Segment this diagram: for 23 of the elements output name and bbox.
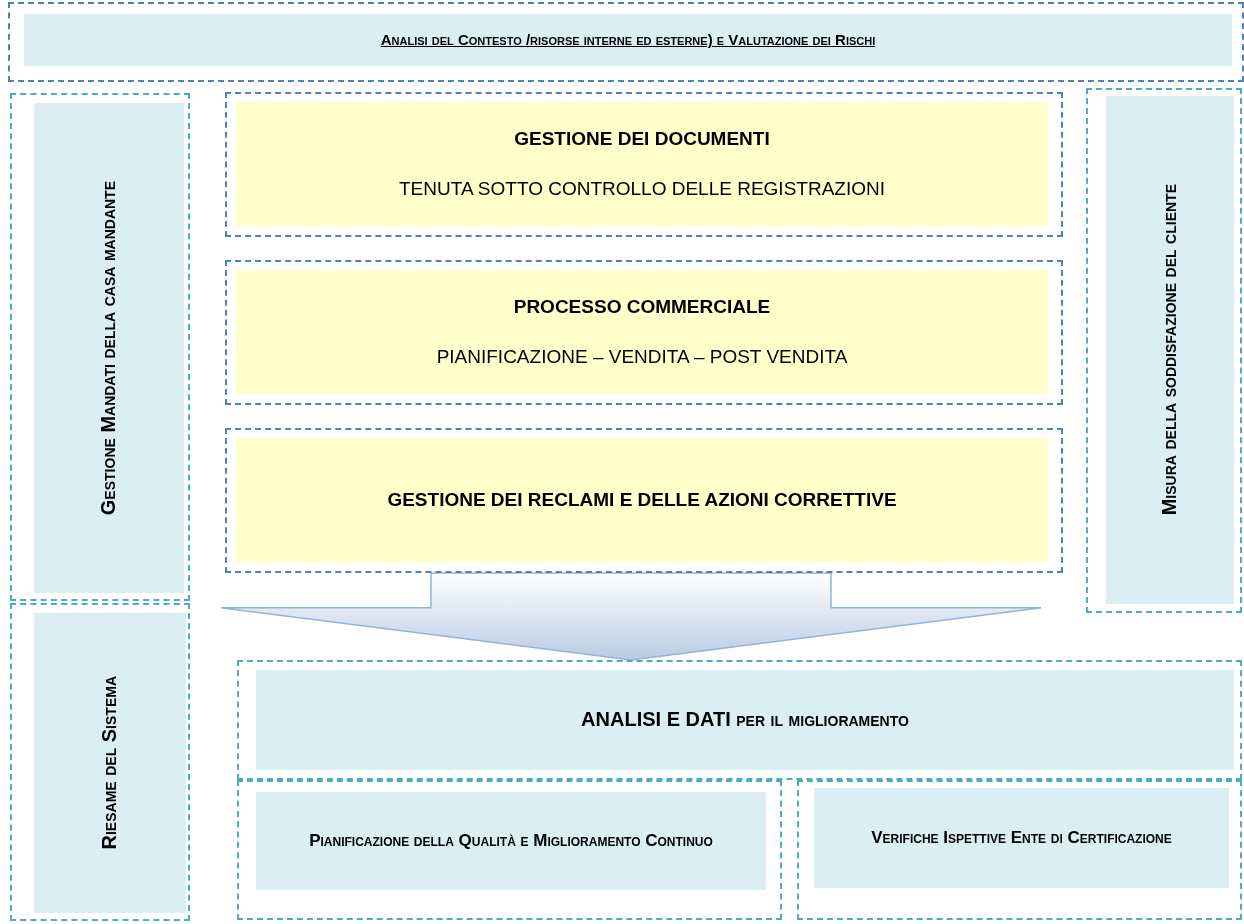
title-text: Pianificazione della Qualità e Miglioramento Continuo [309,830,713,853]
dashed-frame [1086,88,1242,613]
dashed-frame [10,93,190,601]
title-text: Gestione Mandati della casa mandante [96,180,121,516]
dashed-frame [225,428,1063,573]
dashed-frame [8,2,1244,82]
title-text: ANALISI E DATI per il miglioramento [581,707,909,733]
subtitle-text: PIANIFICAZIONE – VENDITA – POST VENDITA [436,345,848,369]
dashed-frame [237,660,1242,780]
subtitle-text: TENUTA SOTTO CONTROLLO DELLE REGISTRAZIONI [399,177,885,201]
dashed-frame [225,92,1063,237]
title-text: Misura della soddisfazione del cliente [1157,184,1182,516]
dashed-frame [237,780,782,920]
dashed-frame [225,260,1063,405]
title-text: Analisi del Contesto /risorse interne ed esterne) e Valutazione dei Rischi [380,29,876,50]
title-text: GESTIONE DEI DOCUMENTI [514,126,770,151]
title-text: Verifiche Ispettive Ente di Certificazione [871,827,1172,850]
title-text: GESTIONE DEI RECLAMI E DELLE AZIONI CORRETTIVE [387,487,897,512]
title-text: PROCESSO COMMERCIALE [513,294,771,319]
dashed-frame [10,603,190,921]
block-arrow [220,572,1042,661]
dashed-frame [797,780,1242,920]
title-text: Riesame del Sistema [97,676,122,850]
